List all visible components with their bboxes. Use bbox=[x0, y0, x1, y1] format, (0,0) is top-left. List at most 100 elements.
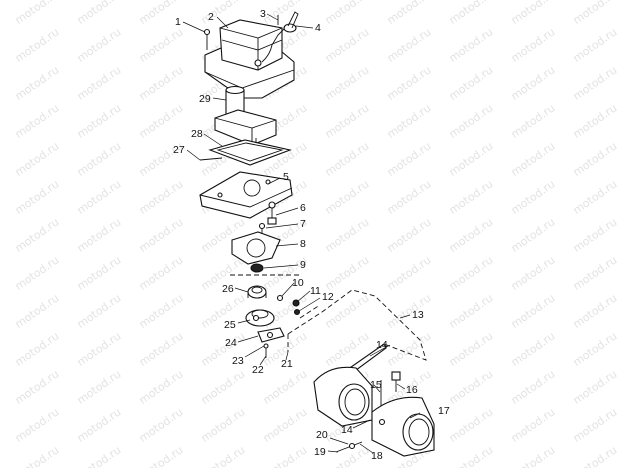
watermark-text: motod.ru bbox=[571, 253, 620, 293]
watermark-text: motod.ru bbox=[323, 25, 372, 65]
watermark-text: motod.ru bbox=[75, 63, 124, 103]
part-throttle-body-left bbox=[313, 366, 373, 427]
watermark-text: motod.ru bbox=[509, 0, 558, 27]
watermark-text: motod.ru bbox=[571, 405, 620, 445]
watermark-text: motod.ru bbox=[385, 63, 434, 103]
callout-17: 17 bbox=[438, 405, 450, 417]
watermark-text: motod.ru bbox=[75, 0, 124, 27]
watermark-text: motod.ru bbox=[13, 101, 62, 141]
watermark-text: motod.ru bbox=[571, 63, 620, 103]
watermark-text: motod.ru bbox=[571, 443, 620, 468]
callout-labels: 1 2 3 4 5 6 7 8 9 10 11 12 13 14 14 15 1… bbox=[173, 8, 450, 462]
watermark-text: motod.ru bbox=[261, 443, 310, 468]
watermark-text: motod.ru bbox=[75, 443, 124, 468]
watermark-text: motod.ru bbox=[447, 329, 496, 369]
watermark-text: motod.ru bbox=[447, 253, 496, 293]
watermark-text: motod.ru bbox=[261, 0, 310, 27]
watermark-text: motod.ru bbox=[385, 329, 434, 369]
callout-8: 8 bbox=[300, 238, 306, 250]
callout-19: 19 bbox=[314, 446, 326, 458]
watermark-text: motod.ru bbox=[13, 443, 62, 468]
watermark-text: motod.ru bbox=[75, 253, 124, 293]
watermark-text: motod.ru bbox=[75, 367, 124, 407]
watermark-text: motod.ru bbox=[447, 0, 496, 27]
watermark-text: motod.ru bbox=[75, 405, 124, 445]
watermark-text: motod.ru bbox=[571, 291, 620, 331]
watermark-text: motod.ru bbox=[137, 329, 186, 369]
callout-13: 13 bbox=[412, 309, 424, 321]
watermark-text: motod.ru bbox=[447, 139, 496, 179]
watermark-text: motod.ru bbox=[447, 101, 496, 141]
callout-3: 3 bbox=[260, 8, 266, 20]
watermark-text: motod.ru bbox=[323, 101, 372, 141]
watermark-text: motod.ru bbox=[13, 25, 62, 65]
watermark-text: motod.ru bbox=[13, 215, 62, 255]
watermark-text: motod.ru bbox=[571, 367, 620, 407]
watermark-text: motod.ru bbox=[323, 63, 372, 103]
watermark-text: motod.ru bbox=[323, 139, 372, 179]
watermark-text: motod.ru bbox=[75, 177, 124, 217]
watermark-text: motod.ru bbox=[13, 253, 62, 293]
watermark-text: motod.ru bbox=[261, 367, 310, 407]
watermark-text: motod.ru bbox=[199, 367, 248, 407]
watermark-text: motod.ru bbox=[75, 25, 124, 65]
part-bracket-24 bbox=[257, 327, 285, 343]
callout-25: 25 bbox=[224, 319, 236, 331]
watermark-text: motod.ru bbox=[323, 0, 372, 27]
watermark-text: motod.ru bbox=[509, 101, 558, 141]
watermark-text: motod.ru bbox=[509, 139, 558, 179]
watermark-text: motod.ru bbox=[13, 291, 62, 331]
watermark-text: motod.ru bbox=[137, 443, 186, 468]
watermark-text: motod.ru bbox=[323, 215, 372, 255]
callout-10: 10 bbox=[292, 277, 304, 289]
watermark-text: motod.ru bbox=[385, 177, 434, 217]
watermark-text: motod.ru bbox=[509, 405, 558, 445]
callout-15: 15 bbox=[370, 379, 382, 391]
callout-29: 29 bbox=[199, 93, 211, 105]
watermark-text: motod.ru bbox=[75, 139, 124, 179]
callout-26: 26 bbox=[222, 283, 234, 295]
watermark-text: motod.ru bbox=[13, 329, 62, 369]
callout-22: 22 bbox=[252, 364, 264, 376]
watermark-text: motod.ru bbox=[447, 63, 496, 103]
leader-lines bbox=[182, 13, 421, 454]
part-gasket-28 bbox=[208, 139, 292, 166]
callout-4: 4 bbox=[315, 22, 321, 34]
part-spring-9 bbox=[230, 263, 300, 276]
part-cable-13 bbox=[287, 289, 427, 361]
watermark-text: motod.ru bbox=[509, 25, 558, 65]
watermark-text: motod.ru bbox=[571, 0, 620, 27]
watermark-text: motod.ru bbox=[385, 25, 434, 65]
watermark-text: motod.ru bbox=[571, 139, 620, 179]
watermark-text: motod.ru bbox=[509, 443, 558, 468]
part-cover-housing bbox=[204, 19, 295, 99]
callout-6: 6 bbox=[300, 202, 306, 214]
callout-5: 5 bbox=[283, 171, 289, 183]
watermark-text: motod.ru bbox=[137, 291, 186, 331]
callout-24: 24 bbox=[225, 337, 237, 349]
watermark-text: motod.ru bbox=[199, 443, 248, 468]
watermark-text: motod.ru bbox=[509, 329, 558, 369]
callout-2: 2 bbox=[208, 11, 214, 23]
callout-1: 1 bbox=[175, 16, 181, 28]
callout-7: 7 bbox=[300, 218, 306, 230]
watermark-text: motod.ru bbox=[385, 253, 434, 293]
watermark-text: motod.ru bbox=[75, 291, 124, 331]
watermark-text: motod.ru bbox=[509, 367, 558, 407]
watermark-text: motod.ru bbox=[385, 101, 434, 141]
part-valve-25 bbox=[245, 309, 275, 327]
watermark-text: motod.ru bbox=[447, 25, 496, 65]
watermark-text: motod.ru bbox=[13, 177, 62, 217]
watermark-text: motod.ru bbox=[323, 177, 372, 217]
watermark-text: motod.ru bbox=[447, 443, 496, 468]
watermark-text: motod.ru bbox=[13, 0, 62, 27]
callout-18: 18 bbox=[371, 450, 383, 462]
watermark-text: motod.ru bbox=[13, 405, 62, 445]
callout-9: 9 bbox=[300, 259, 306, 271]
callout-14-upper: 14 bbox=[376, 339, 388, 351]
callout-23: 23 bbox=[232, 355, 244, 367]
watermark-text: motod.ru bbox=[447, 367, 496, 407]
watermark-text: motod.ru bbox=[137, 253, 186, 293]
part-pin-18-20 bbox=[335, 441, 363, 453]
